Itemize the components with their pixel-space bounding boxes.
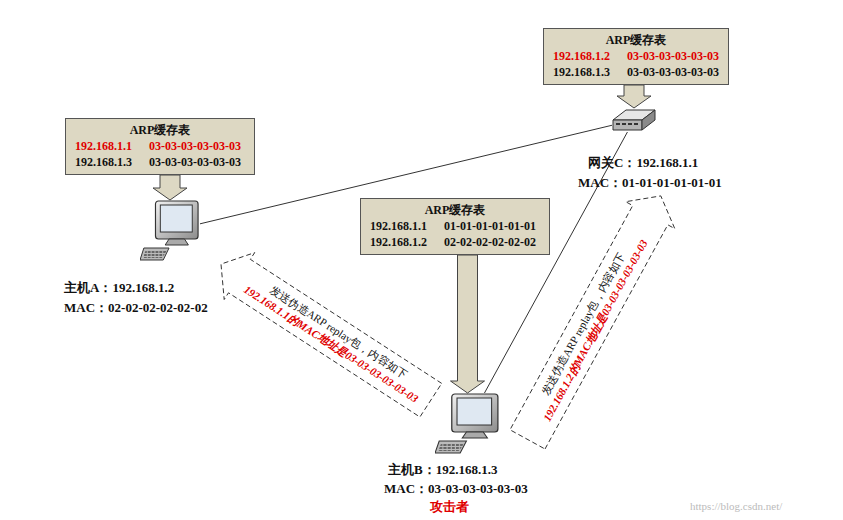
device-name: 主机B：192.168.1.3 [388,462,497,478]
arrow-label: 发送伪造ARP replay包，内容如下 [527,231,638,418]
arp-cache-table: ARP缓存表192.168.1.1 03-03-03-03-03-03192.1… [65,118,255,175]
device-detail: MAC：02-02-02-02-02-02 [64,300,208,316]
device-node: 主机A：192.168.1.2MAC：02-02-02-02-02-02 [140,200,200,262]
arrow-label-group: 发送伪造ARP replay包，内容如下192.168.1.1的MAC地址是03… [241,271,428,406]
device-name: 主机A：192.168.1.2 [64,280,174,296]
link-line [484,132,627,393]
arrow-label-group: 发送伪造ARP replay包，内容如下192.168.1.2的MAC地址是03… [527,231,650,424]
computer-icon [435,393,500,455]
packet-content: 192.168.1.2的MAC地址是03-03-03-03-03-03 [540,237,651,424]
table-row: 192.168.1.3 03-03-03-03-03-03 [75,154,245,170]
table-title: ARP缓存表 [370,202,540,218]
block-arrow [617,85,651,108]
device-detail: MAC：03-03-03-03-03-03 [384,481,528,497]
router-icon [612,108,656,132]
device-node: 主机B：192.168.1.3MAC：03-03-03-03-03-03攻击者 [435,393,500,455]
arp-cache-table: ARP缓存表192.168.1.2 03-03-03-03-03-03192.1… [543,28,729,85]
block-arrow [451,255,485,393]
table-row: 192.168.1.2 02-02-02-02-02-02 [370,234,540,250]
arp-cache-table: ARP缓存表192.168.1.1 01-01-01-01-01-01192.1… [360,198,550,255]
table-title: ARP缓存表 [75,122,245,138]
arrow-label: 发送伪造ARP replay包，内容如下 [249,271,429,394]
watermark: https://blog.csdn.net/ [690,500,782,512]
device-detail: 攻击者 [430,499,469,515]
dashed-arrow [221,253,442,417]
packet-content: 192.168.1.1的MAC地址是03-03-03-03-03-03 [241,282,421,405]
device-name: 网关C：192.168.1.1 [588,155,698,171]
computer-icon [140,200,200,262]
block-arrow [153,175,187,200]
table-row: 192.168.1.1 01-01-01-01-01-01 [370,218,540,234]
table-row: 192.168.1.2 03-03-03-03-03-03 [553,48,719,64]
table-title: ARP缓存表 [553,32,719,48]
device-node: 网关C：192.168.1.1MAC：01-01-01-01-01-01 [612,108,656,132]
table-row: 192.168.1.1 03-03-03-03-03-03 [75,138,245,154]
device-detail: MAC：01-01-01-01-01-01 [578,175,722,191]
table-row: 192.168.1.3 03-03-03-03-03-03 [553,64,719,80]
